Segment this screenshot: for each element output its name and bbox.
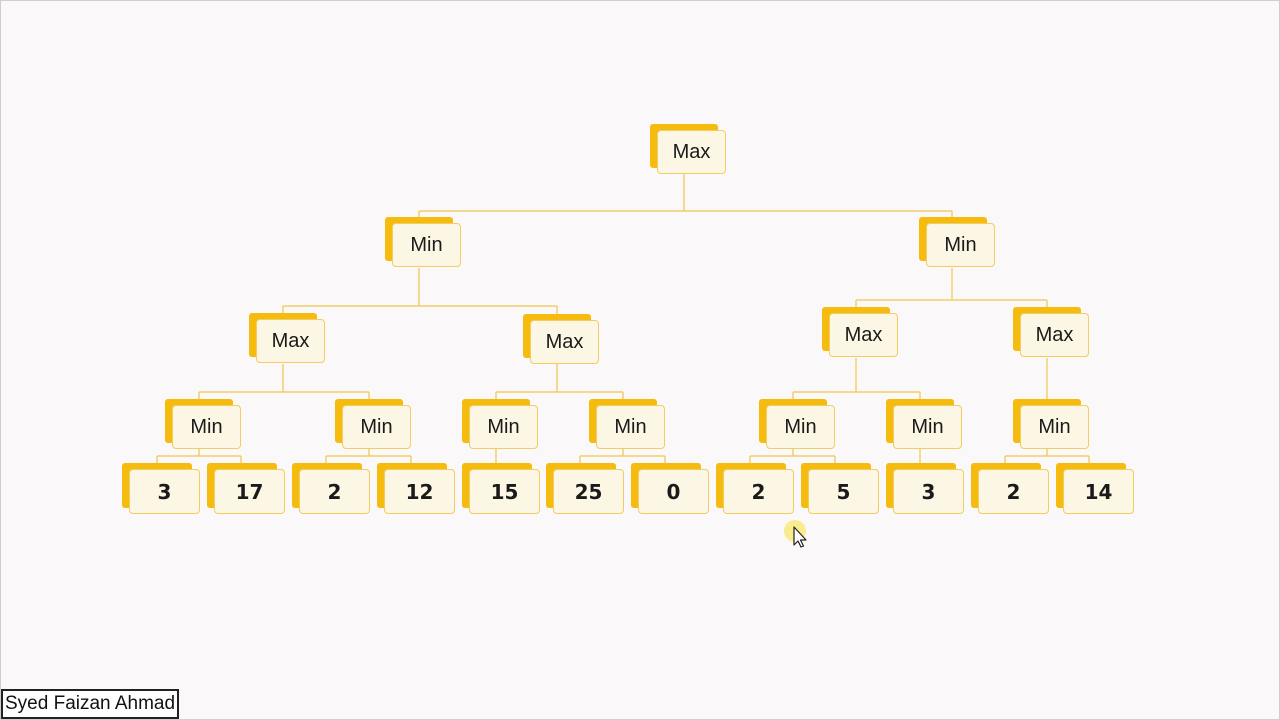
leaf-value: 15 [469,469,540,514]
node-label: Max [256,319,325,363]
leaf-node: 2 [292,463,370,514]
leaf-value: 2 [978,469,1049,514]
connector-min-4 [579,449,666,464]
node-label: Min [392,223,461,267]
leaf-node: 2 [716,463,794,514]
tree-node-min: Min [165,399,241,449]
tree-node-max: Max [1013,307,1089,357]
leaf-value: 12 [384,469,455,514]
leaf-node: 3 [122,463,200,514]
tree-node-max: Max [249,313,325,363]
leaf-node: 12 [377,463,455,514]
connector-min-left [282,268,558,314]
connector-min-7 [1004,449,1090,464]
leaf-node: 17 [207,463,285,514]
connector-min-1 [156,449,242,464]
node-label: Max [530,320,599,364]
tree-node-min: Min [886,399,962,449]
leaf-value: 17 [214,469,285,514]
tree-node-min: Min [385,217,461,267]
tree-node-max: Max [523,314,599,364]
node-label: Min [596,405,665,449]
leaf-node: 15 [462,463,540,514]
tree-node-root: Max [650,124,726,174]
tree-node-min: Min [335,399,411,449]
leaf-value: 0 [638,469,709,514]
connector-max-3 [792,358,921,400]
connector-min-right [855,268,1048,308]
leaf-value: 25 [553,469,624,514]
node-label: Min [172,405,241,449]
tree-node-min: Min [759,399,835,449]
node-label: Max [829,313,898,357]
node-label: Min [1020,405,1089,449]
connector-root [418,174,953,219]
node-label: Min [342,405,411,449]
leaf-node: 0 [631,463,709,514]
author-watermark: Syed Faizan Ahmad [1,689,180,719]
node-label: Min [926,223,995,267]
leaf-node: 25 [546,463,624,514]
leaf-node: 3 [886,463,964,514]
leaf-node: 5 [801,463,879,514]
leaf-value: 3 [893,469,964,514]
leaf-value: 14 [1063,469,1134,514]
leaf-value: 2 [299,469,370,514]
connector-min-2 [325,449,412,464]
node-label: Min [766,405,835,449]
leaf-value: 5 [808,469,879,514]
node-label: Max [1020,313,1089,357]
leaf-value: 3 [129,469,200,514]
node-label: Min [893,405,962,449]
connector-min-5 [749,449,836,464]
leaf-value: 2 [723,469,794,514]
node-label: Max [657,130,726,174]
node-label: Min [469,405,538,449]
tree-node-min: Min [919,217,995,267]
tree-node-min: Min [589,399,665,449]
mouse-pointer-icon [784,520,807,548]
connector-max-1 [198,364,370,400]
tree-node-max: Max [822,307,898,357]
leaf-node: 2 [971,463,1049,514]
connector-max-2 [495,364,624,400]
tree-node-min: Min [1013,399,1089,449]
tree-node-min: Min [462,399,538,449]
leaf-node: 14 [1056,463,1134,514]
